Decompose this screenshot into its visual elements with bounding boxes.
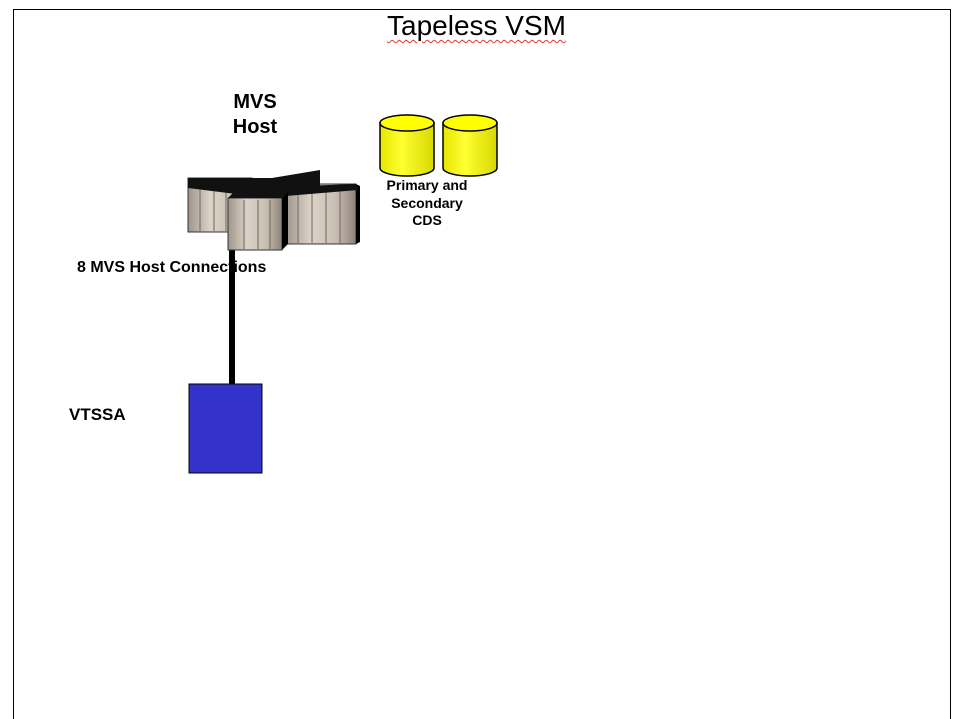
disk-cylinder-icon	[442, 114, 498, 177]
cds-label-line2: Secondary	[391, 194, 463, 211]
cds-label: Primary and Secondary CDS	[357, 177, 497, 230]
vtss-label: VTSSA	[69, 405, 126, 424]
host-label-line2: Host	[232, 116, 278, 138]
disk-cylinder-icon	[379, 114, 435, 177]
mainframe-icon	[187, 170, 360, 251]
title-misspelled-word: Tapeless VSM	[387, 10, 566, 41]
cds-label-line3: CDS	[412, 212, 442, 228]
cds-label-line1: Primary and	[386, 177, 468, 193]
vtss-box	[188, 383, 263, 474]
host-label: MVS Host	[205, 90, 305, 140]
page-title: Tapeless VSM	[0, 10, 953, 42]
host-label-line1: MVS	[233, 91, 277, 113]
connections-label: 8 MVS Host Connections	[77, 259, 267, 276]
